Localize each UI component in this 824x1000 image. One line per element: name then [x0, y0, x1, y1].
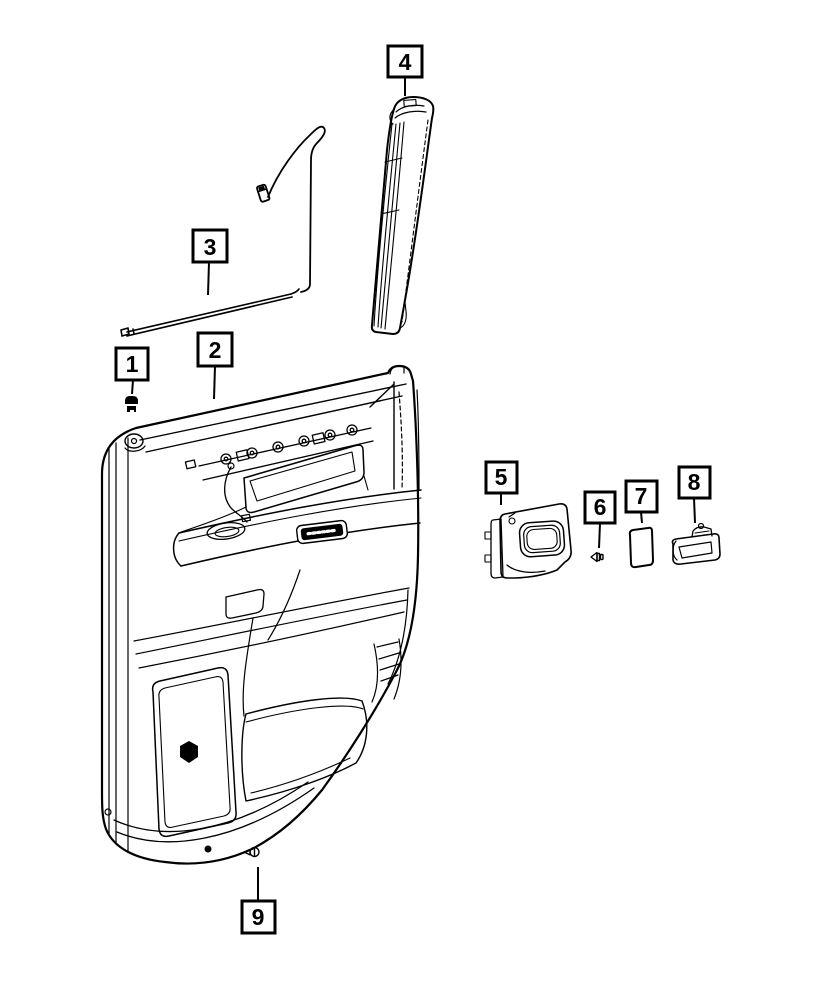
callout-8-box — [677, 465, 712, 500]
callout-6-leader — [598, 522, 601, 549]
callout-6-box — [583, 490, 617, 525]
wire-harness — [256, 125, 326, 293]
panel-screw — [245, 846, 260, 858]
callout-1-number: 1 — [126, 351, 139, 377]
callout-6-number: 6 — [594, 494, 607, 520]
callout-1[interactable]: 1 — [114, 346, 150, 395]
callout-1-leader — [131, 379, 134, 395]
foam-pad — [628, 526, 654, 569]
callout-4-number: 4 — [399, 49, 412, 75]
callout-2-leader — [213, 365, 216, 400]
handle-bezel — [484, 503, 572, 579]
inside-door-handle — [671, 522, 721, 565]
clip-rail — [184, 424, 374, 481]
callout-4-box — [386, 44, 424, 79]
callout-2[interactable]: 2 — [196, 331, 234, 400]
callout-7[interactable]: 7 — [624, 479, 659, 524]
callout-5[interactable]: 5 — [484, 460, 519, 505]
door-panel-clip — [125, 396, 138, 412]
pillar-trim — [370, 96, 435, 335]
door-trim-panel — [100, 364, 422, 865]
push-pin-retainer — [590, 551, 604, 563]
belt-molding — [120, 288, 300, 337]
map-pocket — [241, 697, 368, 802]
speaker-panel — [151, 666, 237, 838]
callout-9-box — [240, 899, 277, 935]
speaker-panel-hole — [180, 741, 198, 763]
armrest-bin — [225, 588, 265, 619]
callout-8-leader — [693, 497, 696, 524]
callout-8[interactable]: 8 — [677, 465, 712, 524]
window-switch — [295, 519, 349, 545]
callout-7-number: 7 — [635, 483, 648, 509]
callout-8-number: 8 — [688, 469, 701, 495]
callout-2-number: 2 — [209, 337, 222, 363]
callout-4[interactable]: 4 — [386, 44, 424, 96]
door-panel-outline — [100, 364, 420, 865]
callout-6[interactable]: 6 — [583, 490, 617, 549]
callout-3-leader — [207, 261, 210, 296]
callout-7-box — [624, 479, 659, 514]
callout-1-box — [114, 346, 150, 382]
latch-cable — [223, 466, 248, 523]
pull-cup — [206, 521, 246, 541]
callout-5-box — [484, 460, 519, 495]
callout-3-number: 3 — [204, 234, 217, 260]
callout-7-leader — [640, 511, 643, 524]
callout-3[interactable]: 3 — [191, 228, 229, 296]
callout-2-box — [196, 331, 234, 368]
wire-connector — [256, 183, 271, 203]
grab-handle-opening — [180, 444, 369, 533]
callout-3-box — [191, 228, 229, 264]
callout-9[interactable]: 9 — [240, 867, 277, 935]
callout-5-number: 5 — [495, 464, 508, 490]
pillar-outline — [370, 96, 435, 335]
callout-9-number: 9 — [252, 904, 265, 930]
panel-screw-installed — [204, 845, 212, 853]
